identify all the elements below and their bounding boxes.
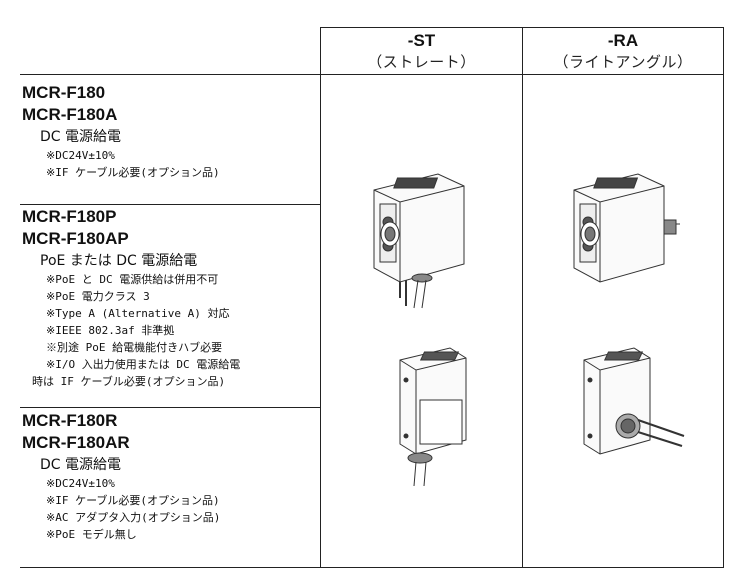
column-header-ra: -RA （ライトアングル） — [523, 31, 723, 73]
model-name: MCR-F180R — [22, 411, 118, 430]
note-item: ※IF ケーブル必要(オプション品) — [46, 166, 220, 179]
reader-back-straight-icon — [399, 347, 467, 487]
note-item: 時は IF ケーブル必要(オプション品) — [32, 375, 226, 388]
note-item: ※DC24V±10% — [46, 149, 115, 162]
notes-list: ※DC24V±10% ※IF ケーブル必要(オプション品) ※AC アダプタ入力… — [46, 475, 314, 543]
note-item: ※I/O 入出力使用または DC 電源給電 — [46, 358, 241, 371]
model-name: MCR-F180 — [22, 83, 106, 102]
model-row-1: MCR-F180 MCR-F180A DC 電源給電 ※DC24V±10% ※I… — [22, 82, 314, 181]
column-code: -ST — [407, 31, 436, 50]
notes-list: ※PoE と DC 電源供給は併用不可 ※PoE 電力クラス 3 ※Type A… — [32, 271, 314, 390]
note-item: ※IF ケーブル必要(オプション品) — [46, 494, 220, 507]
model-name: MCR-F180P — [22, 207, 117, 226]
column-label: （ストレート） — [367, 53, 476, 71]
note-item: ※別途 PoE 給電機能付きハブ必要 — [46, 341, 223, 354]
column-divider-left — [320, 27, 321, 568]
note-item: ※PoE と DC 電源供給は併用不可 — [46, 273, 219, 286]
model-row-3: MCR-F180R MCR-F180AR DC 電源給電 ※DC24V±10% … — [22, 410, 314, 543]
table-bottom-border — [20, 567, 724, 568]
column-divider-middle — [522, 27, 523, 568]
column-header-st: -ST （ストレート） — [321, 31, 522, 73]
power-supply: PoE または DC 電源給電 — [40, 253, 198, 269]
note-item: ※Type A (Alternative A) 対応 — [46, 307, 230, 320]
model-name: MCR-F180AP — [22, 229, 129, 248]
note-item: ※PoE 電力クラス 3 — [46, 290, 150, 303]
notes-list: ※DC24V±10% ※IF ケーブル必要(オプション品) — [46, 147, 314, 181]
column-label: （ライトアングル） — [553, 53, 693, 71]
model-name: MCR-F180AR — [22, 433, 130, 452]
reader-front-rightangle-icon — [573, 173, 680, 283]
power-supply: DC 電源給電 — [40, 457, 122, 473]
note-item: ※IEEE 802.3af 非準拠 — [46, 324, 175, 337]
header-bottom-border — [20, 74, 724, 75]
note-item: ※DC24V±10% — [46, 477, 115, 490]
reader-back-rightangle-icon — [583, 347, 685, 455]
model-row-2: MCR-F180P MCR-F180AP PoE または DC 電源給電 ※Po… — [22, 206, 314, 390]
column-code: -RA — [607, 31, 639, 50]
reader-front-straight-icon — [373, 173, 465, 309]
note-item: ※PoE モデル無し — [46, 528, 137, 541]
row-divider-2 — [20, 407, 320, 408]
power-supply: DC 電源給電 — [40, 129, 122, 145]
column-divider-right — [723, 27, 724, 568]
model-name: MCR-F180A — [22, 105, 118, 124]
note-item: ※AC アダプタ入力(オプション品) — [46, 511, 221, 524]
row-divider-1 — [20, 204, 320, 205]
